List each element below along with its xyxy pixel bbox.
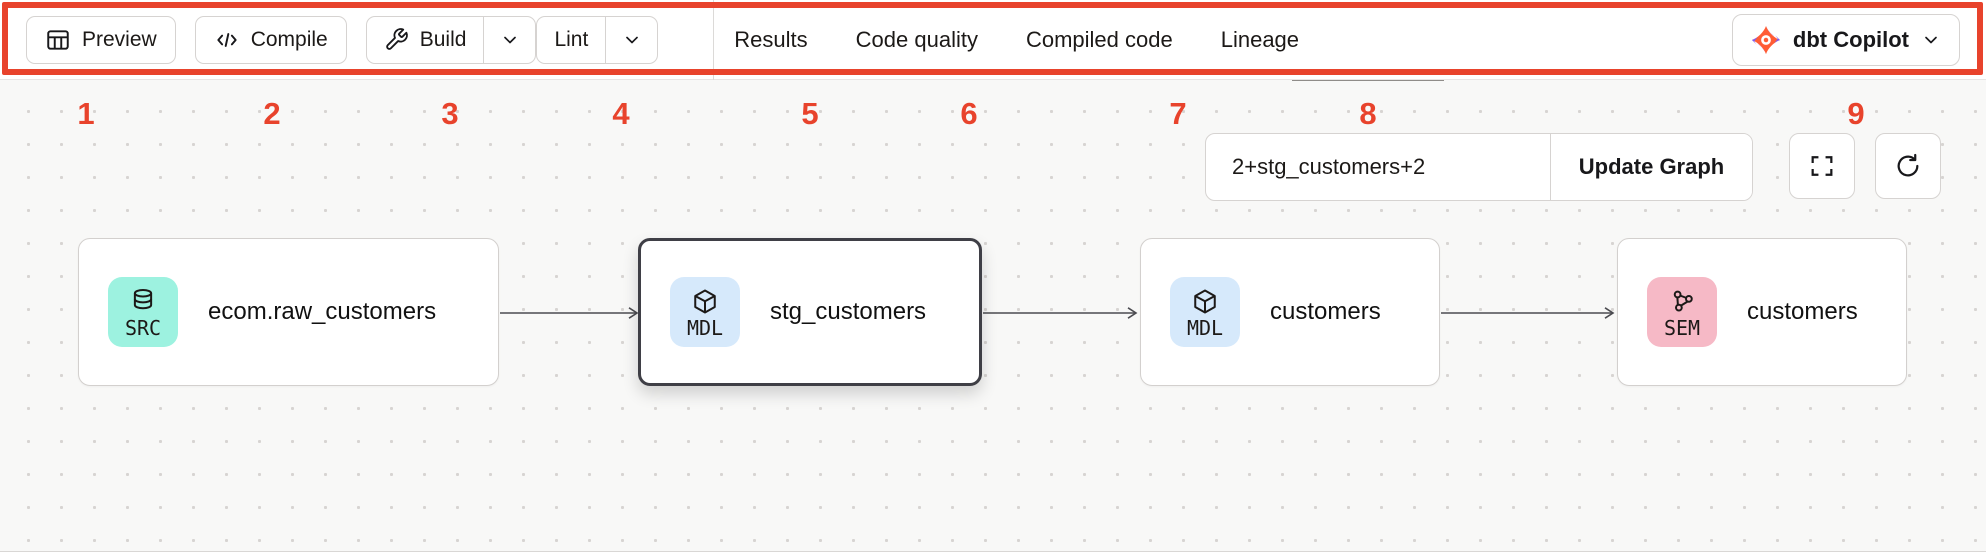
semantic-badge: SEM	[1647, 277, 1717, 347]
table-icon	[45, 27, 71, 53]
node-ecom-raw-customers[interactable]: SRC ecom.raw_customers	[78, 238, 499, 386]
dbt-logo-icon	[1751, 25, 1781, 55]
model-badge: MDL	[1170, 277, 1240, 347]
node-customers-model[interactable]: MDL customers	[1140, 238, 1440, 386]
build-dropdown-button[interactable]	[483, 16, 535, 63]
preview-button[interactable]: Preview	[26, 15, 176, 64]
chevron-down-icon	[500, 30, 520, 50]
lineage-canvas[interactable]: 1 2 3 4 5 6 7 8 9 Update Graph	[0, 80, 1986, 552]
edge-source-to-stg	[500, 307, 639, 319]
annotation-number-6: 6	[960, 96, 978, 131]
pane-divider	[713, 0, 714, 80]
compile-button[interactable]: Compile	[194, 15, 347, 64]
node-badge-label: SRC	[124, 315, 162, 340]
preview-button-label: Preview	[82, 27, 157, 51]
dbt-copilot-button-label: dbt Copilot	[1792, 26, 1909, 52]
update-graph-button[interactable]: Update Graph	[1550, 134, 1752, 200]
build-button-label: Build	[419, 27, 467, 51]
cube-icon	[690, 287, 720, 317]
node-label: customers	[1270, 298, 1381, 325]
edge-stg-to-customers	[983, 307, 1138, 319]
lint-dropdown-button[interactable]	[605, 16, 657, 63]
compile-button-label: Compile	[250, 27, 328, 51]
chevron-down-icon	[1921, 30, 1941, 50]
node-badge-label: SEM	[1663, 315, 1701, 340]
node-customers-semantic[interactable]: SEM customers	[1617, 238, 1907, 386]
annotation-number-1: 1	[77, 96, 95, 131]
annotation-number-3: 3	[441, 96, 459, 131]
build-split-button: Build	[365, 15, 537, 64]
results-panel-tabs: Results Code quality Compiled code Linea…	[734, 0, 1299, 80]
chevron-down-icon	[622, 30, 642, 50]
source-badge: SRC	[108, 277, 178, 347]
database-icon	[128, 287, 158, 317]
node-badge-label: MDL	[686, 315, 724, 340]
node-badge-label: MDL	[1186, 315, 1224, 340]
annotation-number-2: 2	[263, 96, 281, 131]
node-label: ecom.raw_customers	[208, 298, 437, 325]
annotation-number-5: 5	[801, 96, 819, 131]
tab-compiled-code[interactable]: Compiled code	[1025, 26, 1173, 52]
lint-split-button: Lint	[536, 15, 659, 64]
model-badge: MDL	[670, 277, 740, 347]
node-label: customers	[1747, 298, 1858, 325]
annotation-number-9: 9	[1847, 96, 1865, 131]
dbt-copilot-button[interactable]: dbt Copilot	[1731, 13, 1960, 66]
ide-toolbar: Preview Compile Build	[0, 0, 1986, 80]
lineage-selector-input[interactable]	[1206, 134, 1550, 200]
fullscreen-icon	[1808, 152, 1836, 180]
refresh-icon	[1894, 152, 1922, 180]
edge-customers-to-semantic	[1441, 307, 1615, 319]
lint-button[interactable]: Lint	[537, 17, 605, 63]
tab-results[interactable]: Results	[734, 26, 808, 52]
tab-code-quality[interactable]: Code quality	[855, 26, 978, 52]
lint-button-label: Lint	[554, 27, 589, 51]
build-button[interactable]: Build	[367, 17, 484, 63]
node-stg-customers[interactable]: MDL stg_customers	[638, 238, 982, 386]
annotation-number-8: 8	[1359, 96, 1377, 131]
tab-lineage[interactable]: Lineage	[1220, 26, 1300, 52]
semantic-model-icon	[1667, 287, 1697, 317]
node-label: stg_customers	[770, 298, 927, 325]
annotation-number-7: 7	[1169, 96, 1187, 131]
cube-icon	[1190, 287, 1220, 317]
wrench-icon	[384, 27, 409, 52]
lineage-selector-group: Update Graph	[1205, 133, 1753, 201]
refresh-button[interactable]	[1875, 133, 1941, 199]
annotation-number-4: 4	[612, 96, 630, 131]
code-icon	[214, 27, 240, 53]
fullscreen-button[interactable]	[1789, 133, 1855, 199]
